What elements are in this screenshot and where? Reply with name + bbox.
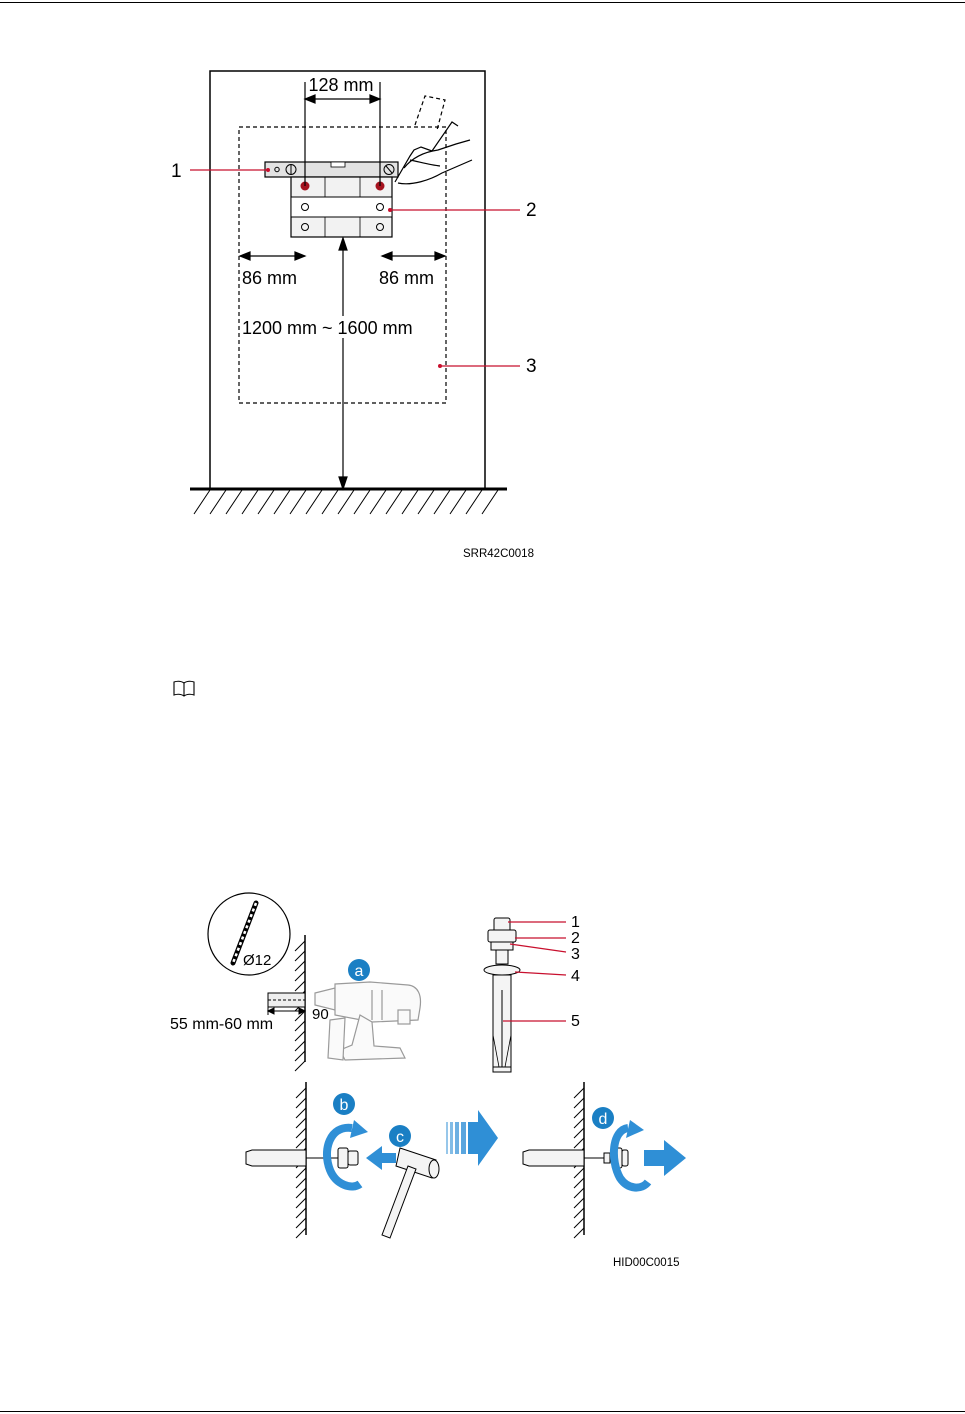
next-step-arrow xyxy=(446,1110,498,1166)
remove-arrow-d xyxy=(644,1140,686,1176)
step-b-label: b xyxy=(340,1097,349,1114)
hammer-drill xyxy=(315,982,421,1060)
step-d-label: d xyxy=(599,1111,608,1128)
push-arrow-c xyxy=(366,1146,396,1170)
step-c-label: c xyxy=(396,1129,404,1146)
depth-label: 55 mm-60 mm xyxy=(170,1016,273,1033)
bolt-callout-3: 3 xyxy=(571,946,580,963)
bolt-callout-1: 1 xyxy=(571,914,580,931)
angle-label: 90 xyxy=(312,1006,329,1023)
drill-bit-label: Ø12 xyxy=(243,952,271,969)
bolt-inserted xyxy=(246,1148,358,1168)
bolt-callout-4: 4 xyxy=(571,968,580,985)
step-a-label: a xyxy=(355,963,364,980)
expansion-bolt xyxy=(484,918,520,1072)
drilled-hole xyxy=(268,993,305,1007)
depth-dimension xyxy=(268,1007,305,1015)
bolt-callout-2: 2 xyxy=(571,930,580,947)
figure2-id: HID00C0015 xyxy=(613,1257,679,1269)
bolt-callout-5: 5 xyxy=(571,1013,580,1030)
